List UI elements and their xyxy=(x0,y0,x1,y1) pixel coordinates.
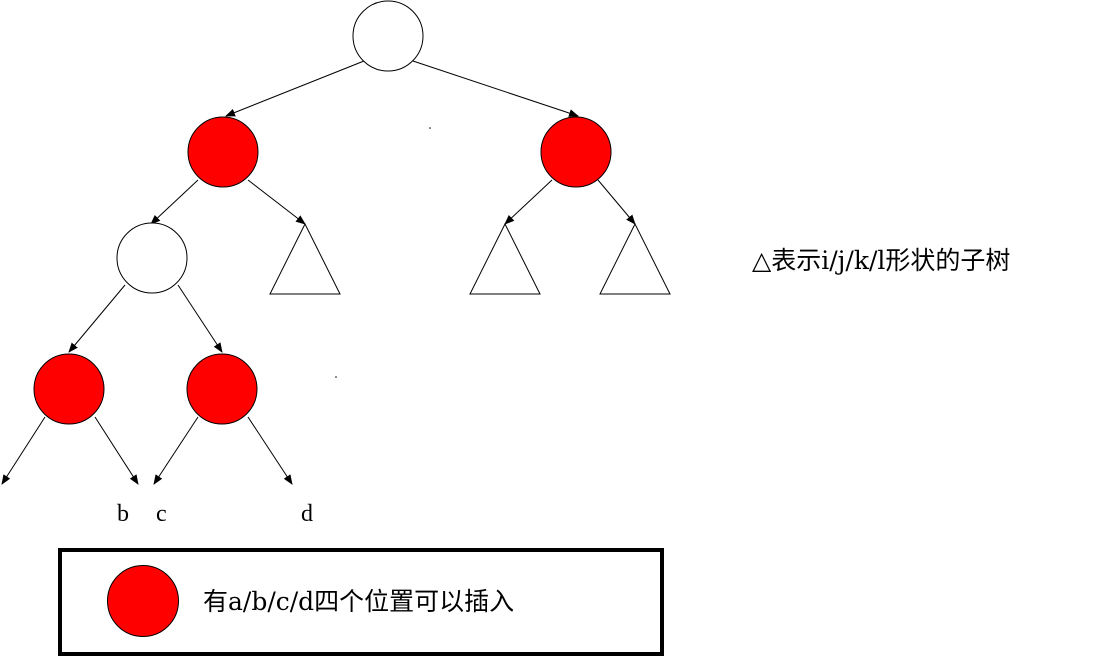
root-node xyxy=(352,0,424,72)
stray-dot xyxy=(335,376,337,378)
leaf-label-d: d xyxy=(301,501,313,527)
legend-text: 有a/b/c/d四个位置可以插入 xyxy=(203,587,515,616)
edge-lll-b xyxy=(94,416,139,485)
edge-root-right xyxy=(412,60,579,117)
subtree-note: △表示i/j/k/l形状的子树 xyxy=(752,246,1011,275)
red-node-legend-icon xyxy=(107,565,179,637)
tree-edges xyxy=(1,60,636,485)
stray-dot xyxy=(429,127,431,129)
subtree-i-triangle xyxy=(269,222,341,295)
left-left-node xyxy=(116,222,188,294)
edge-right-subtree-j xyxy=(504,179,553,225)
right-child-node xyxy=(540,116,612,188)
subtree-k-triangle xyxy=(599,222,671,295)
subtree-j-triangle xyxy=(469,222,541,295)
legend-box: 有a/b/c/d四个位置可以插入 xyxy=(58,548,664,656)
edge-left-leftleft xyxy=(150,179,199,225)
edge-llr-d xyxy=(247,416,293,485)
edge-ll-llr xyxy=(177,284,223,353)
left-left-left-node xyxy=(33,353,105,425)
tree-nodes xyxy=(33,0,612,425)
subtrees xyxy=(269,222,671,295)
edge-lll-a xyxy=(1,416,46,485)
edge-right-subtree-k xyxy=(597,179,636,225)
edge-llr-c xyxy=(153,416,199,485)
left-left-right-node xyxy=(186,353,258,425)
left-child-node xyxy=(187,116,259,188)
edge-root-left xyxy=(225,60,365,117)
leaf-label-c: c xyxy=(156,501,167,527)
edge-left-subtree-i xyxy=(247,179,306,225)
edge-ll-lll xyxy=(68,284,126,353)
leaf-label-b: b xyxy=(117,501,129,527)
red-black-tree-diagram: b c d xyxy=(1,0,671,527)
